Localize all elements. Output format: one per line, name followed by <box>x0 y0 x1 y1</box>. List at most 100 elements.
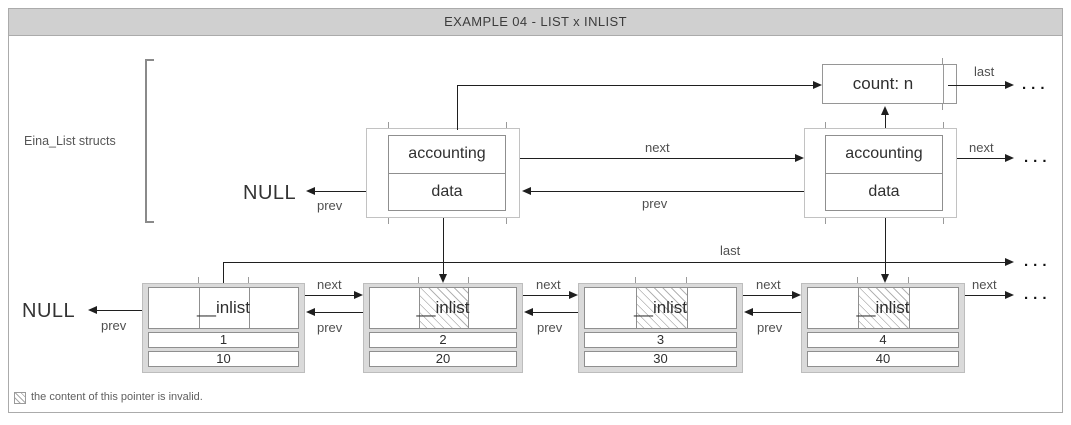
overshoot-tick <box>198 277 199 283</box>
inlist-value: 2 <box>369 332 517 348</box>
next-pointer-line <box>523 295 569 296</box>
arrowhead-left <box>744 308 753 316</box>
count-box-text: count: n <box>852 74 914 93</box>
arrowhead-right <box>1005 81 1014 89</box>
next-label: next <box>317 277 342 292</box>
arrowhead-right <box>1005 258 1014 266</box>
list-node-1-data: data <box>389 172 505 211</box>
next-label: next <box>536 277 561 292</box>
inlist-value: 1 <box>148 332 299 348</box>
prev-label: prev <box>537 320 563 335</box>
arrowhead-left <box>306 187 315 195</box>
prev-label: prev <box>317 320 343 335</box>
null-value: NULL <box>243 182 297 204</box>
overshoot-tick <box>635 277 636 283</box>
invalid-pointer-legend-swatch <box>14 392 26 404</box>
next-pointer-line <box>520 158 795 159</box>
next-pointer-line <box>957 158 1005 159</box>
inlist-header: __inlist <box>416 298 470 317</box>
prev-label: prev <box>642 196 668 211</box>
next-label: next <box>756 277 781 292</box>
invalid-pointer-hatch <box>636 288 687 328</box>
overshoot-tick <box>388 122 389 128</box>
inlist-value: 10 <box>148 351 299 367</box>
prev-pointer-line <box>753 312 801 313</box>
arrowhead-right <box>813 81 822 89</box>
last-label: last <box>974 64 995 79</box>
accounting-pointer-line <box>457 85 458 130</box>
prev-label: prev <box>757 320 783 335</box>
inlist-node-1: __inlist 1 10 <box>142 283 305 373</box>
arrowhead-left <box>522 187 531 195</box>
arrowhead-down <box>881 274 889 283</box>
inlist-header: __inlist <box>197 298 250 317</box>
ellipsis: ... <box>1024 253 1052 270</box>
inlist-header: __inlist <box>634 298 687 317</box>
arrowhead-right <box>792 291 801 299</box>
next-pointer-line <box>743 295 792 296</box>
overshoot-tick <box>908 277 909 283</box>
arrowhead-left <box>524 308 533 316</box>
list-node-1-accounting: accounting <box>408 145 486 163</box>
overshoot-tick <box>506 218 507 224</box>
bracket-label: Eina_List structs <box>24 134 116 148</box>
arrowhead-left <box>88 306 97 314</box>
inlist-value: 20 <box>369 351 517 367</box>
overshoot-tick <box>388 218 389 224</box>
overshoot-tick <box>248 277 249 283</box>
prev-pointer-line <box>315 312 363 313</box>
overshoot-tick <box>468 277 469 283</box>
ellipsis: ... <box>1024 149 1052 166</box>
prev-label: prev <box>101 318 127 333</box>
overshoot-tick <box>506 122 507 128</box>
ellipsis: ... <box>1022 76 1050 93</box>
invalid-pointer-hatch <box>419 288 469 328</box>
arrowhead-right <box>795 154 804 162</box>
inlist-node-2: __inlist 2 20 <box>363 283 523 373</box>
arrowhead-right <box>569 291 578 299</box>
arrowhead-up <box>881 106 889 115</box>
overshoot-tick <box>857 277 858 283</box>
overshoot-tick <box>418 277 419 283</box>
arrowhead-right <box>354 291 363 299</box>
count-box-divider <box>943 65 944 103</box>
arrowhead-right <box>1005 154 1014 162</box>
arrowhead-down <box>439 274 447 283</box>
data-pointer-line <box>885 218 886 274</box>
overshoot-tick <box>942 58 943 64</box>
invalid-pointer-hatch <box>858 288 909 328</box>
inlist-last-line <box>223 262 1005 263</box>
overshoot-tick <box>825 122 826 128</box>
inlist-value: 30 <box>584 351 737 367</box>
prev-pointer-line <box>533 312 578 313</box>
inlist-header: __inlist <box>856 298 910 317</box>
bracket-bottom-tick <box>145 221 154 223</box>
count-box: count: n <box>822 64 957 104</box>
data-pointer-line <box>443 218 444 274</box>
inlist-node-3: __inlist 3 30 <box>578 283 743 373</box>
list-node-2-accounting: accounting <box>845 145 923 163</box>
accounting-pointer-line <box>457 85 813 86</box>
title-bar: EXAMPLE 04 - LIST x INLIST <box>8 8 1063 36</box>
inlist-value: 4 <box>807 332 959 348</box>
prev-pointer-line <box>315 191 366 192</box>
inlist-node-4: __inlist 4 40 <box>801 283 965 373</box>
list-node-1: accounting data <box>388 135 506 211</box>
accounting-pointer-line <box>885 115 886 128</box>
inlist-last-line <box>223 262 224 283</box>
null-value: NULL <box>22 300 76 322</box>
overshoot-tick <box>943 122 944 128</box>
last-label: last <box>720 243 741 258</box>
overshoot-tick <box>942 104 943 110</box>
next-pointer-line <box>305 295 354 296</box>
arrowhead-left <box>306 308 315 316</box>
invalid-pointer-legend-text: the content of this pointer is invalid. <box>31 391 203 403</box>
list-node-2: accounting data <box>825 135 943 211</box>
next-pointer-line <box>965 295 1005 296</box>
bracket-line <box>145 59 147 223</box>
last-pointer-line <box>948 85 1005 86</box>
overshoot-tick <box>825 218 826 224</box>
next-label: next <box>972 277 997 292</box>
overshoot-tick <box>686 277 687 283</box>
